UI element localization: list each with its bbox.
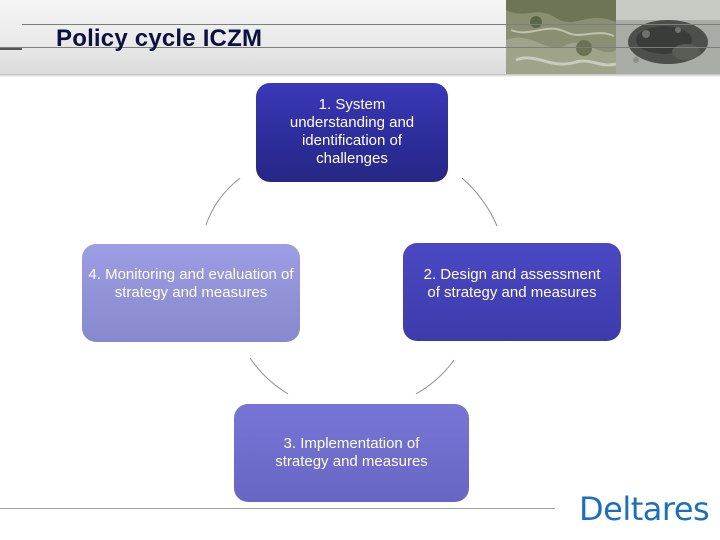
connector-1-2 xyxy=(461,177,498,227)
header-rule-mid xyxy=(0,47,720,48)
cycle-step-3-label: 3. Implementation of strategy and measur… xyxy=(275,435,428,470)
header-shadow xyxy=(0,74,720,77)
cycle-step-1-label: 1. System understanding and identificati… xyxy=(289,96,415,167)
connector-2-3 xyxy=(415,359,455,395)
slide-header: Policy cycle ICZM xyxy=(0,0,720,77)
connector-3-4 xyxy=(249,357,289,395)
header-rule-top xyxy=(22,24,720,25)
deltares-logo: Deltares xyxy=(579,490,710,528)
cycle-step-4-label: 4. Monitoring and evaluation of strategy… xyxy=(88,266,294,301)
cycle-step-2-label: 2. Design and assessment of strategy and… xyxy=(423,266,601,301)
slide-title: Policy cycle ICZM xyxy=(56,25,263,52)
header-rule-accent xyxy=(0,48,22,50)
connector-4-1 xyxy=(205,177,241,226)
cycle-step-4: 4. Monitoring and evaluation of strategy… xyxy=(82,244,300,342)
cycle-step-1: 1. System understanding and identificati… xyxy=(256,83,448,182)
cycle-step-2: 2. Design and assessment of strategy and… xyxy=(403,243,621,341)
footer-rule xyxy=(0,508,555,509)
cycle-step-3: 3. Implementation of strategy and measur… xyxy=(234,404,469,502)
